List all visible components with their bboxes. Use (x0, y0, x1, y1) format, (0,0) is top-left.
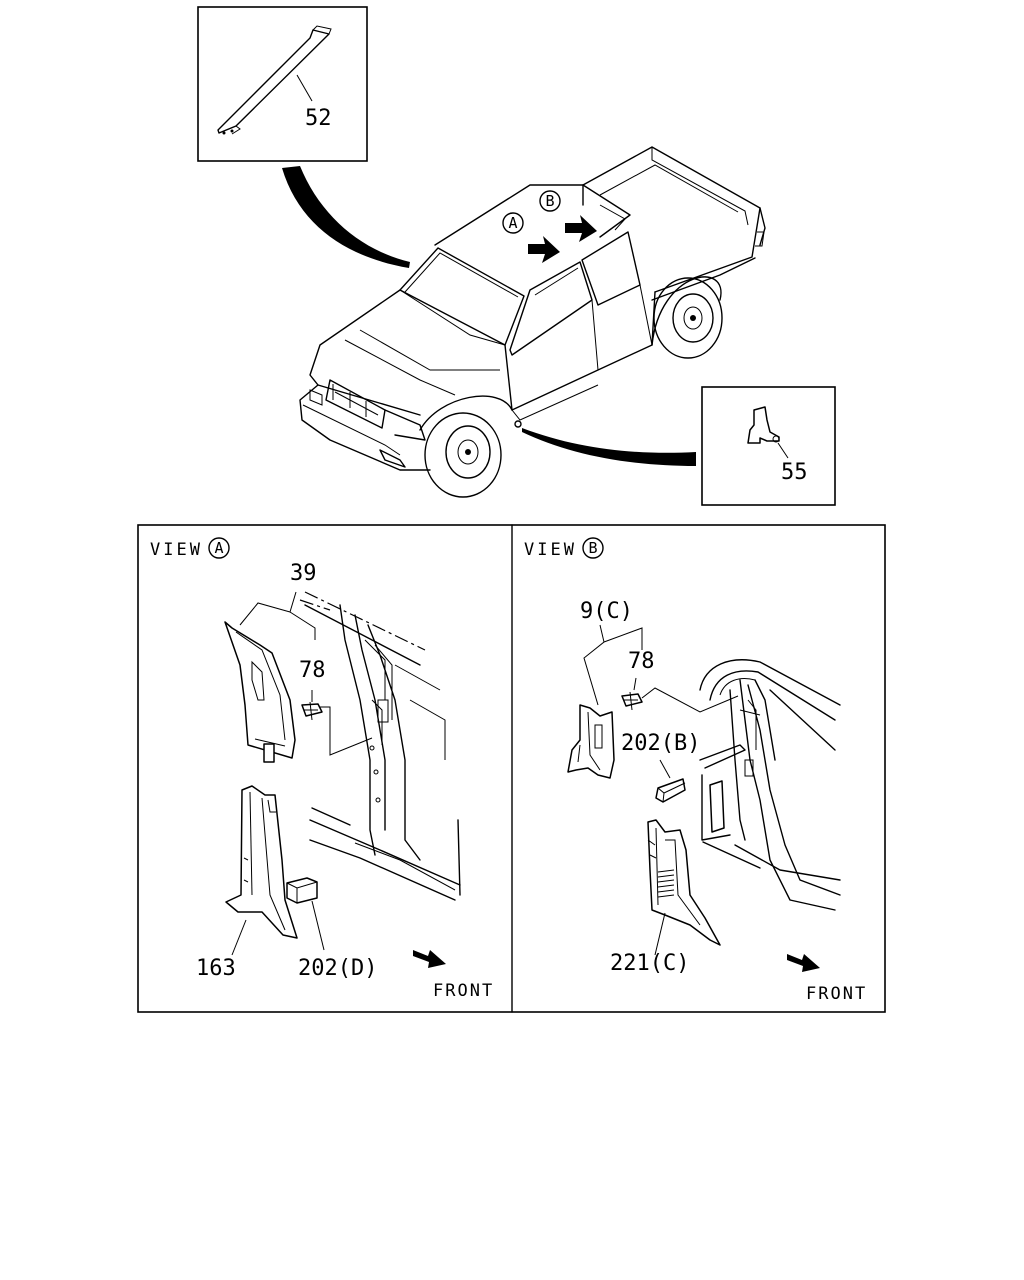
marker-a-circle (502, 212, 524, 234)
part-label-55: 55 (781, 460, 808, 485)
view-b-title: VIEW (524, 540, 577, 560)
clip-part-drawing (747, 406, 780, 444)
detail-box-55: 55 (701, 386, 836, 506)
view-markers-truck: A B (502, 190, 597, 263)
view-b-marker: B (588, 539, 597, 557)
arrow-b-icon (565, 215, 597, 242)
view-a-part-163: 163 (196, 956, 236, 981)
callout-arrow-55 (522, 428, 696, 466)
view-a-part-78: 78 (299, 658, 326, 683)
view-a-panel: VIEW A 39 (150, 537, 494, 1001)
pickup-truck-drawing (299, 146, 766, 498)
view-b-part-9c: 9(C) (580, 599, 633, 624)
view-b-part-202b: 202(B) (621, 731, 700, 756)
truck-marker-b: B (545, 192, 554, 210)
block-202d-drawing (286, 877, 318, 904)
view-b-panel: VIEW B 9(C) 78 (524, 537, 867, 1004)
view-a-title: VIEW (150, 540, 203, 560)
leader-221c (654, 912, 666, 956)
panel-163-drawing (225, 785, 298, 939)
view-b-part-221c: 221(C) (610, 951, 689, 976)
leader-b-78 (633, 677, 637, 691)
a-pillar-trim-drawing (217, 25, 332, 135)
leader-202b (659, 759, 671, 779)
marker-b-circle (539, 190, 561, 212)
panel-39-drawing (224, 621, 296, 759)
arrow-a-icon (528, 236, 560, 263)
panel-9c-drawing (567, 704, 615, 779)
front-arrow-a-icon (413, 950, 446, 968)
truck-marker-a: A (508, 214, 517, 232)
view-b-front: FRONT (806, 984, 867, 1004)
callout-arrow-52 (282, 166, 410, 268)
leader-202d (311, 900, 325, 951)
view-a-part-39: 39 (290, 561, 317, 586)
leader-163 (231, 919, 247, 956)
leader-52 (296, 74, 313, 102)
detail-box-52: 52 (197, 6, 368, 162)
leader-55 (777, 442, 789, 459)
front-arrow-b-icon (787, 954, 820, 972)
view-b-part-78: 78 (628, 649, 655, 674)
view-a-marker: A (214, 539, 223, 557)
panel-221c-drawing (647, 819, 721, 946)
view-a-front: FRONT (433, 981, 494, 1001)
view-a-part-202d: 202(D) (298, 956, 377, 981)
part-label-52: 52 (305, 106, 332, 131)
